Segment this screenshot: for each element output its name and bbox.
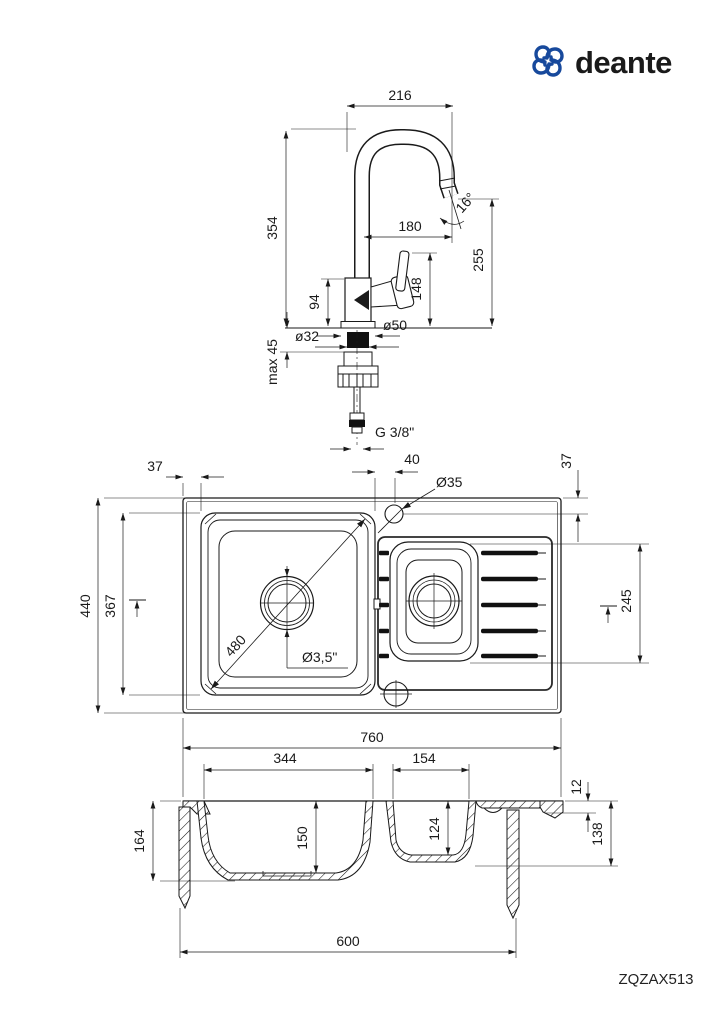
dim-rim-thickness: 12 (568, 779, 584, 795)
drainboard-section (475, 800, 541, 809)
groove-channel-section (482, 807, 504, 813)
dim-bowl-depth: 150 (294, 826, 310, 850)
dim-hole-diameter: ø32 (295, 328, 319, 344)
dim-max-counter: max 45 (264, 339, 280, 385)
small-drain (406, 573, 462, 629)
sink-outline (182, 497, 562, 714)
main-bowl (200, 512, 376, 696)
overflow-hole (380, 680, 412, 708)
dim-small-bowl-width: 154 (412, 750, 436, 766)
faucet-lever (395, 250, 410, 292)
faucet-dimensions (280, 103, 499, 452)
faucet-body (340, 250, 415, 329)
dim-total-height: 354 (264, 216, 280, 240)
deante-logo-icon (532, 45, 564, 77)
dim-sink-width: 760 (360, 729, 384, 745)
dim-left-depth: 164 (131, 829, 147, 853)
dim-edge-offset-top: 37 (558, 453, 574, 469)
brand-wordmark: deante (575, 45, 672, 80)
tap-hole (377, 488, 436, 534)
small-bowl-section (385, 800, 477, 863)
drainboard-grooves (379, 550, 538, 659)
section-dimensions (150, 764, 618, 958)
dim-tap-hole-diameter: Ø35 (436, 474, 463, 490)
dim-spout-reach: 180 (398, 218, 422, 234)
deante-logo: deante (532, 45, 673, 80)
dim-drain-diameter: Ø3,5" (302, 649, 337, 665)
dim-hole-to-bowl: 40 (404, 451, 420, 467)
main-bowl-section (196, 800, 374, 881)
left-cabinet-wall (178, 806, 191, 910)
product-code: ZQZAX513 (618, 971, 693, 988)
dim-base-diameter: ø50 (383, 317, 407, 333)
right-rim-section (539, 800, 564, 819)
dim-spout-width: 216 (388, 87, 412, 103)
dim-lever-height: 148 (408, 277, 424, 301)
sink-section-view (150, 764, 618, 958)
dim-cabinet-width: 600 (336, 933, 360, 949)
top-view-dimensions (95, 469, 649, 797)
sink-top-view (95, 469, 649, 797)
faucet-side-view (280, 103, 499, 452)
faucet-mounting (337, 330, 379, 445)
dim-small-bowl-depth: 124 (426, 817, 442, 841)
dim-bowl-diagonal: 480 (222, 631, 250, 659)
dim-sink-depth: 440 (77, 594, 93, 618)
dim-right-depth: 138 (589, 822, 605, 846)
dim-small-bowl-length: 245 (618, 589, 634, 613)
dim-bowl-width: 344 (273, 750, 297, 766)
right-cabinet-wall (506, 809, 520, 920)
dim-body-height: 94 (306, 294, 322, 310)
drainboard (373, 536, 553, 691)
dim-thread: G 3/8" (375, 424, 414, 440)
small-bowl (389, 541, 479, 662)
dim-edge-offset-left: 37 (147, 458, 163, 474)
dim-outlet-height: 255 (470, 248, 486, 272)
faucet-spout (354, 129, 459, 326)
dim-bowl-length: 367 (102, 594, 118, 618)
